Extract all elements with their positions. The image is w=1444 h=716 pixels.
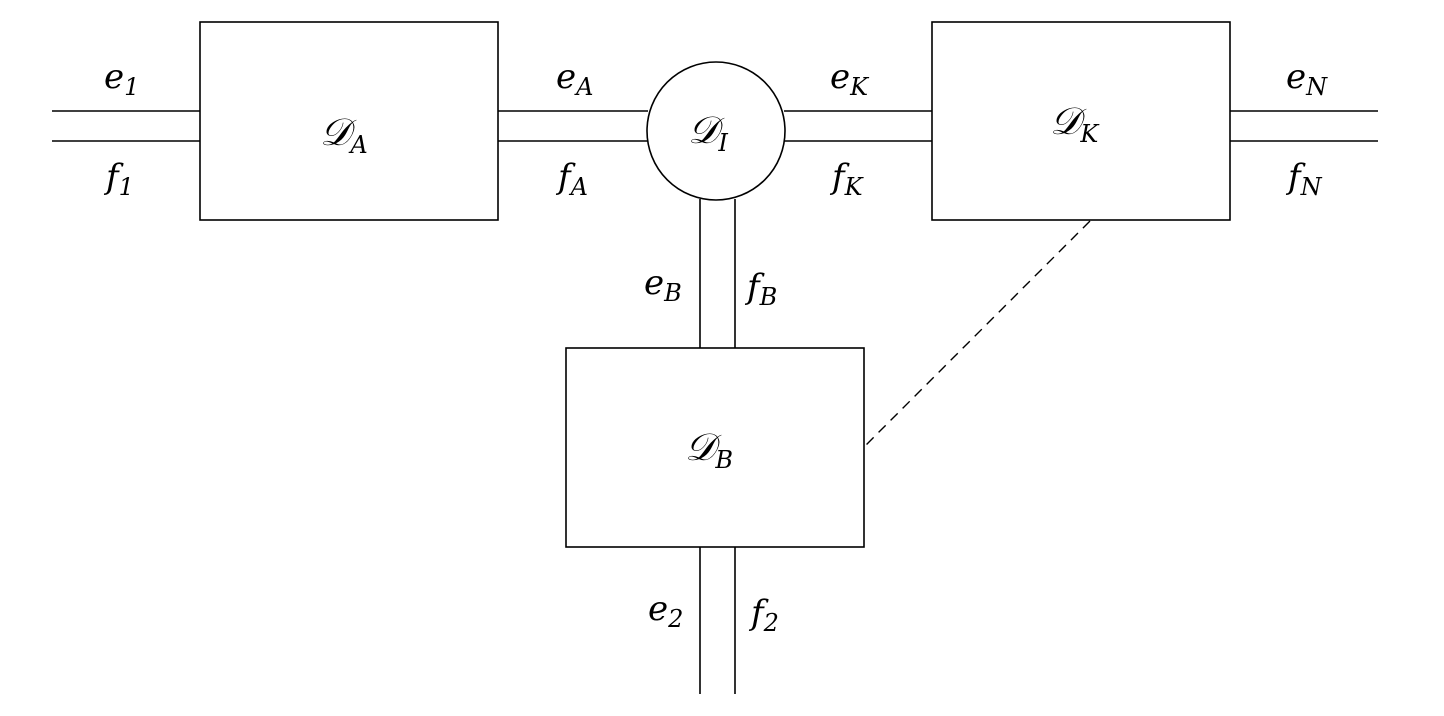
port-label-e1: e1 — [104, 57, 139, 101]
port-label-f1: f1 — [103, 157, 134, 201]
dashed-link-k-b — [864, 220, 1091, 447]
port-label-eb: eB — [644, 263, 682, 307]
port-label-fb: fB — [744, 267, 777, 311]
label-d-a: 𝒟A — [320, 110, 368, 159]
port-label-en: eN — [1286, 57, 1328, 101]
bond-a-to-i — [498, 110, 648, 142]
bond-i-to-b — [699, 199, 736, 348]
port-label-f2: f2 — [748, 593, 779, 637]
port-label-fn: fN — [1285, 157, 1323, 201]
port-label-e2: e2 — [648, 589, 683, 633]
port-label-fk: fK — [829, 157, 865, 201]
bond-i-to-k — [784, 110, 932, 142]
port-label-fa: fA — [555, 157, 588, 201]
bond-bottom-external — [699, 547, 736, 694]
block-d-k: 𝒟K — [931, 21, 1231, 221]
port-label-ea: eA — [556, 57, 593, 101]
junction-d-i: 𝒟I — [646, 61, 786, 201]
block-d-b: 𝒟B — [565, 347, 865, 548]
block-d-a: 𝒟A — [199, 21, 499, 221]
bond-right-external — [1230, 110, 1378, 142]
port-label-ek: eK — [830, 57, 870, 101]
bond-left-external — [52, 110, 200, 142]
